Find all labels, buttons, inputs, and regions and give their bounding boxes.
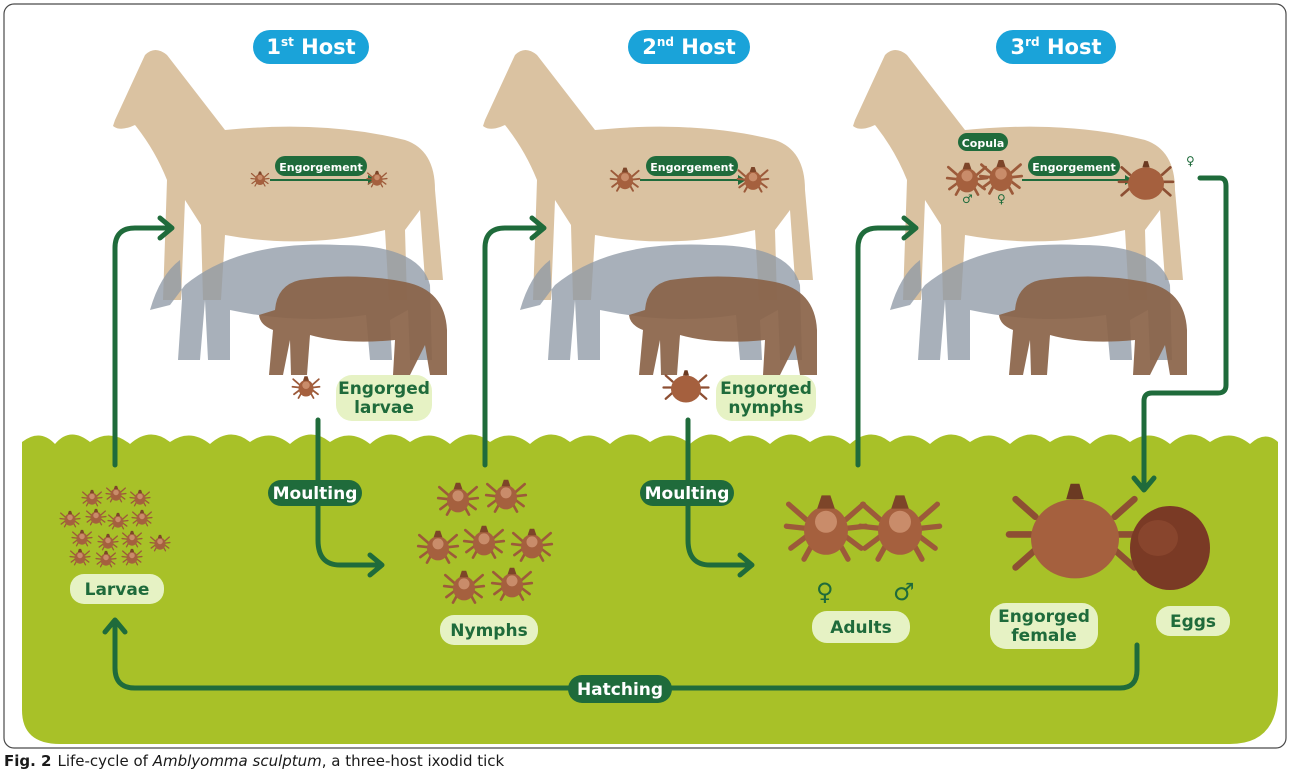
svg-text:Copula: Copula: [962, 137, 1005, 150]
svg-text:♀: ♀: [1186, 154, 1195, 168]
host-1-animals: [113, 50, 447, 375]
svg-text:Moulting: Moulting: [645, 484, 730, 504]
species-name: Amblyomma sculptum: [153, 752, 322, 770]
engorged-larvae: Engorged larvae: [293, 375, 433, 421]
svg-text:Adults: Adults: [830, 618, 892, 638]
svg-text:♀: ♀: [997, 192, 1006, 206]
svg-text:Engorged: Engorged: [998, 607, 1090, 627]
caption-text-after: , a three-host ixodid tick: [322, 752, 504, 770]
eggs-label: Eggs: [1156, 606, 1230, 636]
svg-text:3rd Host: 3rd Host: [1011, 35, 1102, 59]
adults-label: Adults: [812, 611, 910, 643]
engorged-female-label: Engorged female: [990, 603, 1098, 649]
figure-caption: Fig. 2 Life-cycle of Amblyomma sculptum, …: [4, 752, 1284, 770]
svg-text:Engorged: Engorged: [720, 379, 812, 399]
svg-text:Hatching: Hatching: [577, 680, 663, 700]
larvae-label: Larvae: [70, 574, 164, 604]
moulting-label-1: Moulting: [268, 480, 362, 506]
host-badge-2: 2nd Host: [628, 30, 750, 64]
svg-text:2nd Host: 2nd Host: [642, 35, 736, 59]
svg-text:Larvae: Larvae: [85, 580, 150, 600]
svg-text:♀: ♀: [816, 578, 834, 606]
svg-text:female: female: [1011, 626, 1076, 646]
figure-number: Fig. 2: [4, 752, 51, 770]
moulting-label-2: Moulting: [640, 480, 734, 506]
nymphs-label: Nymphs: [440, 615, 538, 645]
caption-text-before: Life-cycle of: [57, 752, 152, 770]
eggs-mass: [1130, 506, 1210, 590]
svg-text:Engorgement: Engorgement: [279, 161, 363, 174]
svg-text:Engorged: Engorged: [338, 379, 430, 399]
host-2-animals: [483, 50, 817, 375]
host-3-animals: [853, 50, 1187, 375]
svg-text:Engorgement: Engorgement: [650, 161, 734, 174]
svg-text:Moulting: Moulting: [273, 484, 358, 504]
engorged-nymphs: Engorged nymphs: [664, 370, 817, 421]
svg-text:1st Host: 1st Host: [266, 35, 355, 59]
svg-text:♂: ♂: [962, 192, 973, 206]
svg-text:♂: ♂: [893, 578, 915, 606]
svg-text:Engorgement: Engorgement: [1032, 161, 1116, 174]
svg-text:Nymphs: Nymphs: [450, 621, 527, 641]
host-badge-1: 1st Host: [253, 30, 369, 64]
svg-text:nymphs: nymphs: [728, 398, 803, 418]
svg-text:larvae: larvae: [354, 398, 414, 418]
svg-text:Eggs: Eggs: [1170, 612, 1216, 632]
hatching-label: Hatching: [568, 675, 672, 703]
host-badge-3: 3rd Host: [996, 30, 1116, 64]
